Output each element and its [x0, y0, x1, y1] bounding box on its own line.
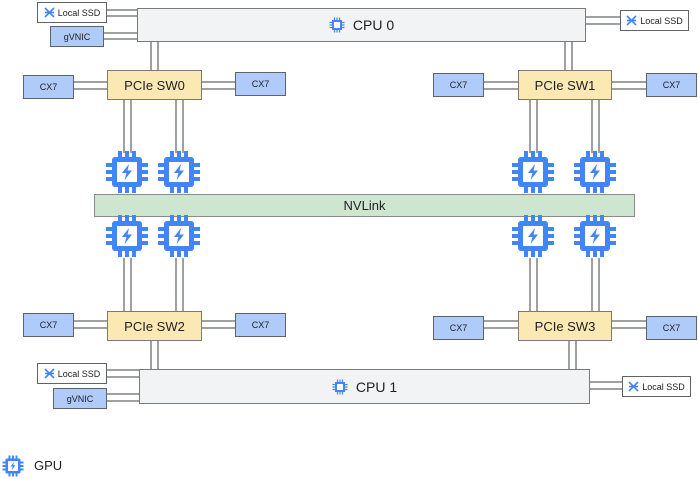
- cpu-chip-icon: [332, 379, 348, 394]
- cx7-nic-sw3-right: CX7: [646, 316, 697, 340]
- gpu-chip-icon: [106, 215, 148, 257]
- pcie-switch-1: PCIe SW1: [518, 70, 612, 100]
- local-ssd-label: Local SSD: [642, 381, 685, 392]
- pcie-switch-label: PCIe SW0: [124, 77, 185, 93]
- legend-gpu-label: GPU: [34, 458, 63, 473]
- cx7-nic-sw2-right: CX7: [235, 313, 286, 337]
- cpu1-box: CPU 1: [139, 369, 590, 404]
- cx7-nic-sw2-left: CX7: [23, 313, 74, 337]
- local-ssd-cpu1-right: Local SSD: [622, 376, 691, 397]
- local-ssd-icon: [44, 368, 55, 379]
- legend-gpu-icon: [2, 455, 24, 477]
- gvnic-label: gVNIC: [66, 393, 94, 404]
- cx7-label: CX7: [662, 80, 681, 90]
- gpu-chip-icon: [574, 215, 616, 257]
- pcie-switch-0: PCIe SW0: [107, 70, 202, 100]
- cx7-label: CX7: [449, 80, 468, 90]
- local-ssd-icon: [628, 381, 639, 392]
- pcie-switch-label: PCIe SW2: [124, 318, 185, 334]
- nvlink-bar: NVLink: [94, 194, 635, 217]
- local-ssd-label: Local SSD: [57, 368, 101, 379]
- local-ssd-cpu0-right: Local SSD: [620, 10, 689, 31]
- cx7-label: CX7: [39, 82, 58, 92]
- cpu1-label: CPU 1: [355, 378, 398, 395]
- pcie-switch-3: PCIe SW3: [518, 311, 612, 341]
- cx7-label: CX7: [39, 320, 58, 330]
- gvnic-cpu1: gVNIC: [53, 388, 107, 409]
- local-ssd-cpu0-left: Local SSD: [37, 2, 107, 23]
- cx7-nic-sw1-right: CX7: [646, 73, 697, 97]
- gvnic-label: gVNIC: [63, 31, 91, 42]
- local-ssd-cpu1-left: Local SSD: [37, 363, 107, 384]
- gpu-chip-icon: [158, 215, 200, 257]
- cx7-nic-sw1-left: CX7: [433, 73, 484, 97]
- cx7-nic-sw0-right: CX7: [235, 72, 286, 96]
- gpu-chip-icon: [574, 151, 616, 193]
- cx7-label: CX7: [662, 323, 681, 333]
- local-ssd-icon: [626, 15, 637, 26]
- gpu-chip-icon: [158, 151, 200, 193]
- local-ssd-label: Local SSD: [640, 15, 683, 26]
- pcie-switch-label: PCIe SW3: [534, 318, 596, 334]
- gvnic-cpu0: gVNIC: [50, 26, 104, 47]
- gpu-chip-icon: [106, 151, 148, 193]
- cpu-chip-icon: [329, 17, 345, 33]
- cx7-nic-sw0-left: CX7: [23, 75, 74, 99]
- pcie-switch-2: PCIe SW2: [107, 311, 202, 341]
- cx7-label: CX7: [251, 320, 270, 330]
- cpu0-label: CPU 0: [352, 17, 395, 33]
- local-ssd-label: Local SSD: [57, 7, 101, 18]
- cx7-label: CX7: [449, 323, 468, 333]
- gpu-chip-icon: [512, 215, 554, 257]
- gpu-chip-icon: [512, 151, 554, 193]
- cx7-nic-sw3-left: CX7: [433, 316, 484, 340]
- cx7-label: CX7: [251, 79, 270, 89]
- pcie-switch-label: PCIe SW1: [534, 77, 596, 93]
- nvlink-label: NVLink: [343, 198, 386, 213]
- cpu0-box: CPU 0: [137, 8, 586, 42]
- local-ssd-icon: [44, 7, 55, 18]
